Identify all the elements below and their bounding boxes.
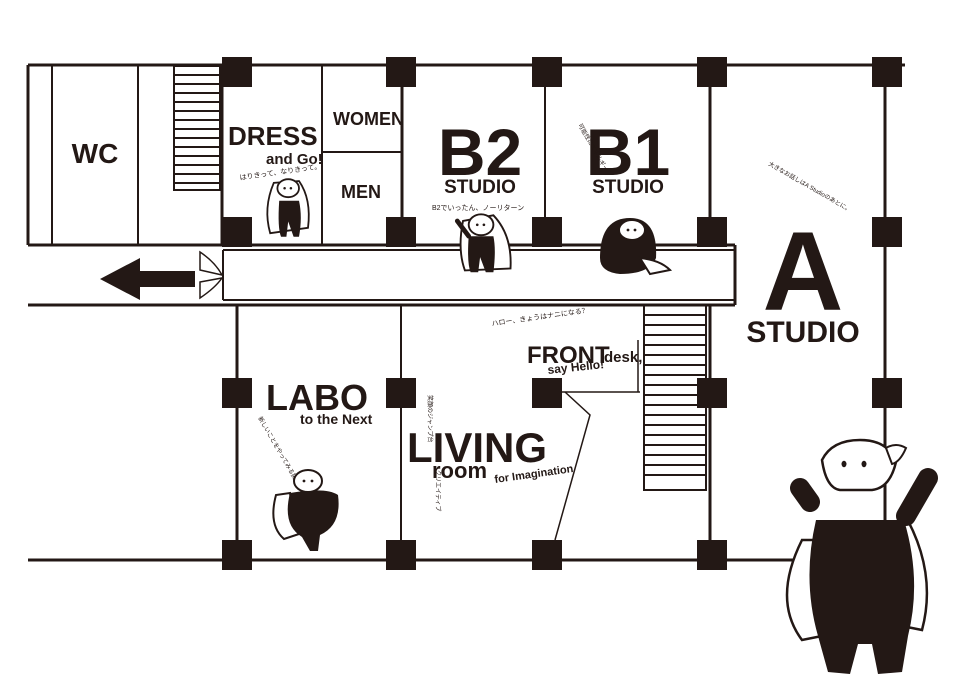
wc-label: WC bbox=[72, 138, 119, 169]
b2-sub: STUDIO bbox=[444, 177, 516, 198]
front-title: FRONT bbox=[527, 342, 610, 369]
ghost-mascot-icon bbox=[272, 469, 339, 551]
door-icon bbox=[199, 250, 224, 300]
front-say: say Hello! bbox=[547, 357, 605, 377]
stairs-icon bbox=[643, 304, 707, 491]
walls bbox=[26, 63, 905, 562]
dress-and-go: and Go! bbox=[266, 151, 323, 168]
ghost-mascot-icon bbox=[454, 213, 512, 273]
b1-sub: STUDIO bbox=[592, 177, 664, 198]
ghost-mascot-icon bbox=[266, 178, 310, 237]
a-sub: STUDIO bbox=[746, 316, 859, 349]
labo-sub: to the Next bbox=[300, 411, 373, 427]
men-label: MEN bbox=[341, 182, 381, 202]
living-title: LIVING bbox=[407, 424, 547, 471]
living-room: room bbox=[432, 458, 487, 483]
front-note: ハロー、きょうはナニになる？ bbox=[491, 306, 589, 328]
women-label: WOMEN bbox=[333, 109, 404, 129]
dress-title: DRESS bbox=[228, 121, 318, 151]
stairs-icon bbox=[173, 65, 221, 191]
b2-title: B2 bbox=[438, 115, 522, 189]
exit-arrow-icon bbox=[100, 258, 195, 300]
ghost-mascot-icon bbox=[600, 218, 673, 276]
b1-title: B1 bbox=[586, 115, 670, 189]
front-desk: desk, bbox=[604, 349, 642, 366]
ghost-mascot-icon bbox=[785, 438, 938, 674]
a-title: A bbox=[763, 209, 844, 334]
b2-note: B2でいったん、ノーリターン bbox=[432, 203, 524, 212]
pillars bbox=[222, 57, 902, 570]
living-note: 笑顔のジャンプ台 bbox=[426, 395, 434, 443]
a-note: 大きなお話しはA Studioのあとに。 bbox=[767, 160, 853, 214]
labo-title: LABO bbox=[266, 377, 368, 418]
living-note-2: クリエイティブ bbox=[434, 470, 442, 512]
